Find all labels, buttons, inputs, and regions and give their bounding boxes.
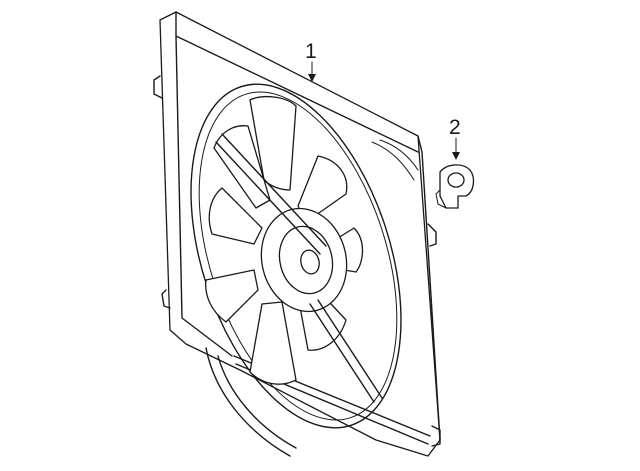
fan-blade [249, 301, 297, 385]
fan-blade [208, 187, 263, 245]
connector-clip [435, 164, 475, 209]
shroud-upper-vent [371, 139, 419, 181]
shroud-left-lower-tab [161, 289, 171, 309]
lower-strut [309, 299, 383, 403]
callout-arrow-icon [308, 74, 316, 82]
clip-ring [447, 172, 465, 188]
support-struts [215, 133, 383, 403]
callout-number: 2 [449, 116, 461, 139]
fan-motor-hub [260, 207, 348, 313]
hub-cap [300, 249, 320, 275]
callout-2: 2 [449, 116, 461, 160]
fan-blade [205, 269, 259, 323]
shroud-right-edge [417, 135, 441, 441]
upper-strut [215, 133, 327, 255]
shroud-left-tab [153, 75, 163, 99]
shroud-bottom-tab [431, 425, 441, 447]
clip-tab [435, 189, 447, 209]
callout-1: 1 [305, 40, 317, 82]
callout-number: 1 [305, 40, 317, 63]
fan-blade [213, 125, 271, 209]
shroud-inner-rim [175, 11, 419, 357]
shroud-right-tab [427, 223, 437, 247]
shroud-rear-housing [205, 347, 297, 457]
callout-arrow-icon [452, 152, 460, 160]
